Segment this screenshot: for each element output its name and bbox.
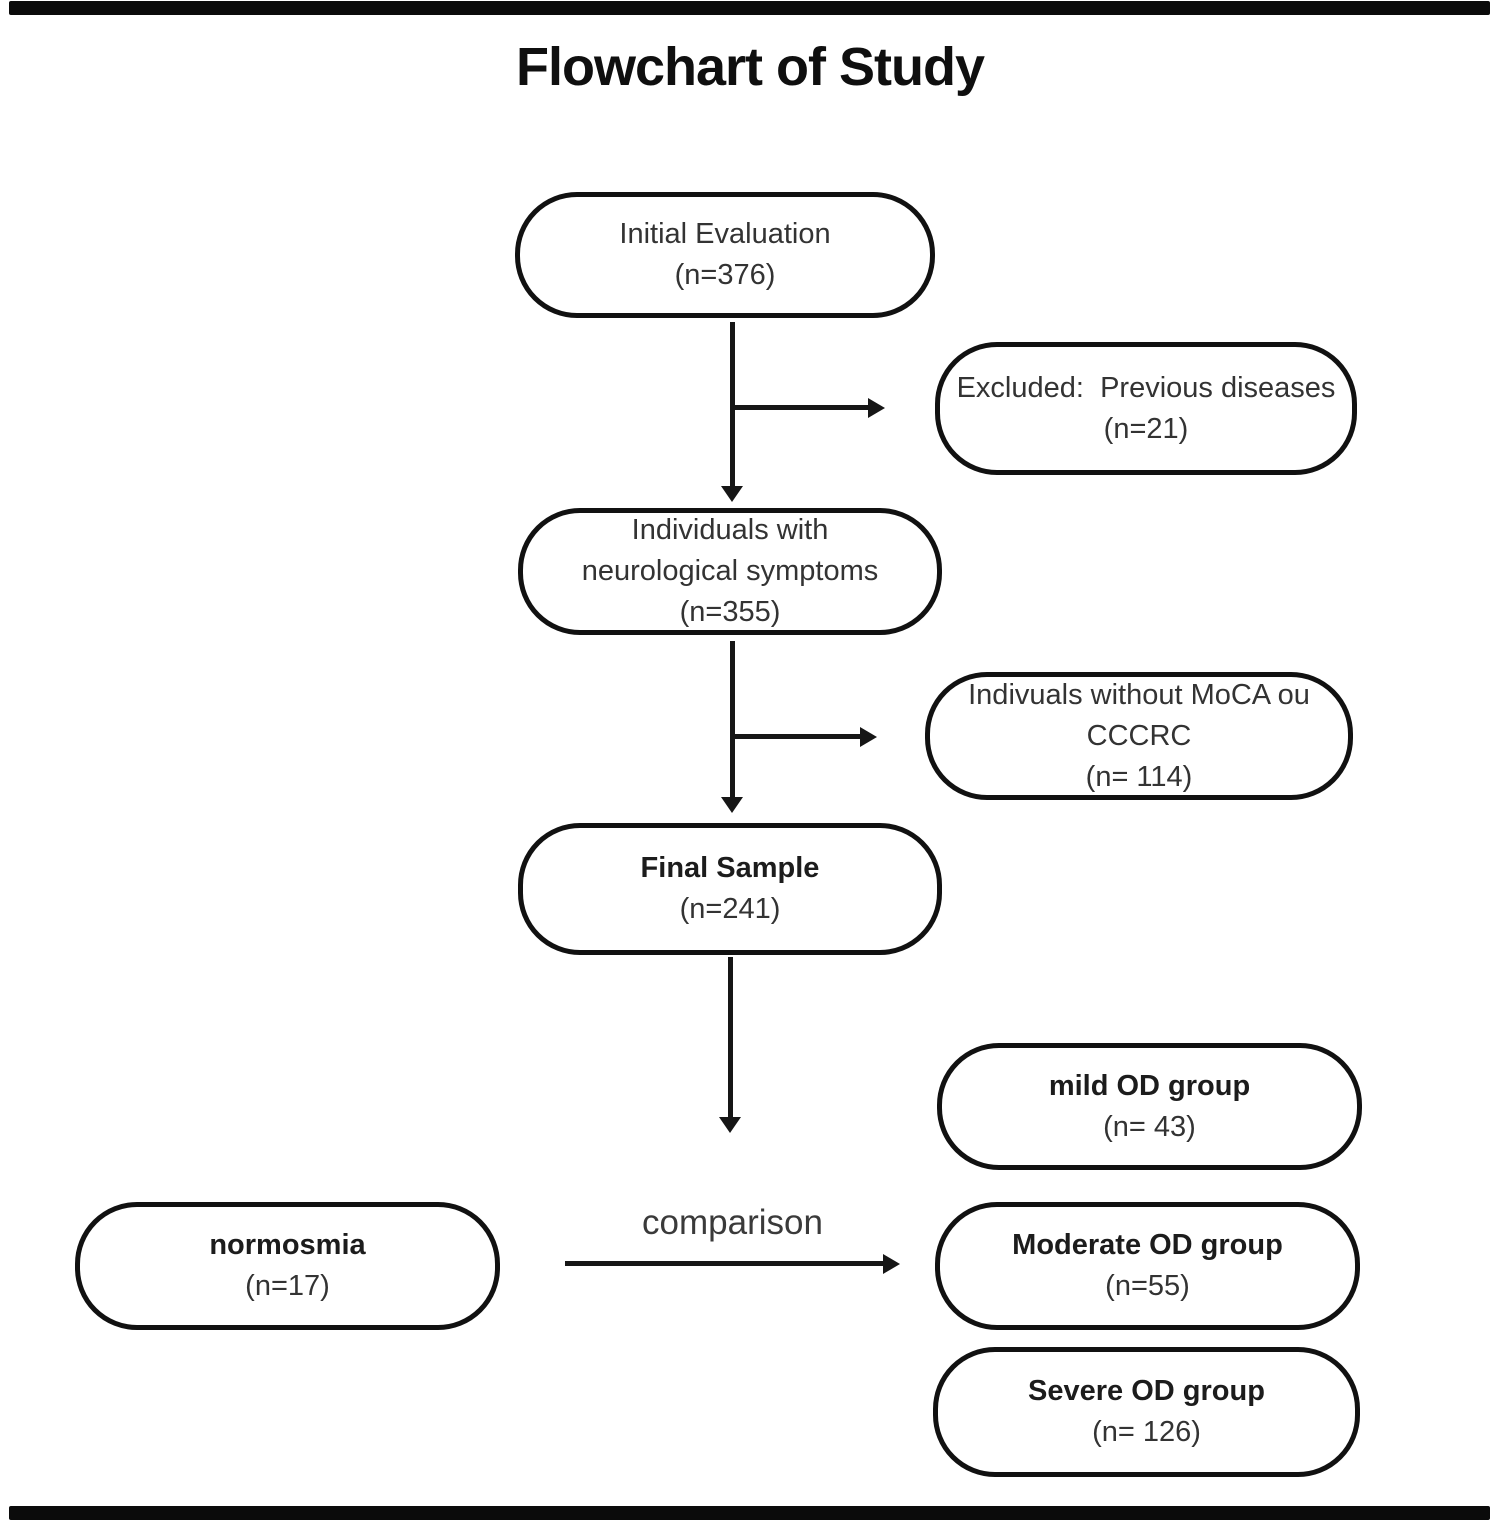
node-label: Severe OD group — [1028, 1375, 1265, 1407]
branch-to-excluded-line — [732, 405, 868, 410]
node-label: normosmia — [209, 1229, 366, 1261]
node-moderate-od-group: Moderate OD group (n=55) — [935, 1202, 1360, 1330]
arrow-initial-to-neuro-line — [730, 322, 735, 486]
node-label-line2: neurological symptoms — [581, 555, 879, 587]
node-label-line1: Indivuals without MoCA ou — [968, 678, 1310, 711]
node-count: (n=17) — [245, 1270, 330, 1302]
node-count: (n=376) — [674, 259, 776, 291]
node-severe-od-group: Severe OD group (n= 126) — [933, 1347, 1360, 1477]
node-excluded: Excluded: Previous diseases (n=21) — [935, 342, 1357, 475]
branch-to-excluded-head-icon — [868, 398, 885, 418]
node-count: (n=355) — [679, 596, 781, 628]
node-label: Final Sample — [640, 852, 820, 884]
comparison-arrow-line — [565, 1261, 883, 1266]
node-initial-evaluation: Initial Evaluation (n=376) — [515, 192, 935, 318]
branch-to-without-moca-head-icon — [860, 727, 877, 747]
node-count: (n=21) — [1103, 412, 1189, 445]
bottom-border-bar — [9, 1506, 1490, 1520]
node-neurological-symptoms: Individuals with neurological symptoms (… — [518, 508, 942, 635]
node-label: Moderate OD group — [1012, 1229, 1283, 1261]
node-count: (n= 43) — [1103, 1110, 1196, 1143]
node-normosmia: normosmia (n=17) — [75, 1202, 500, 1330]
node-final-sample: Final Sample (n=241) — [518, 823, 942, 955]
node-count: (n= 126) — [1092, 1416, 1201, 1448]
arrow-initial-to-neuro-head-icon — [721, 486, 743, 502]
node-label: mild OD group — [1048, 1069, 1251, 1102]
node-label-line2: CCCRC — [1086, 719, 1192, 752]
branch-to-without-moca-line — [732, 734, 860, 739]
arrow-neuro-to-final-head-icon — [721, 797, 743, 813]
node-label: Excluded: Previous diseases — [956, 371, 1336, 404]
top-border-bar — [9, 1, 1490, 15]
arrow-neuro-to-final-line — [730, 641, 735, 797]
page-title: Flowchart of Study — [516, 37, 985, 97]
comparison-label: comparison — [642, 1203, 823, 1242]
arrow-final-down-line — [728, 957, 733, 1117]
node-count: (n=241) — [679, 893, 781, 925]
node-label: Initial Evaluation — [619, 218, 831, 250]
comparison-arrow-head-icon — [883, 1254, 900, 1274]
node-count: (n= 114) — [1085, 760, 1193, 793]
node-count: (n=55) — [1105, 1270, 1190, 1302]
arrow-final-down-head-icon — [719, 1117, 741, 1133]
node-without-moca-cccrc: Indivuals without MoCA ou CCCRC (n= 114) — [925, 672, 1353, 800]
node-label-line1: Individuals with — [631, 514, 829, 546]
node-mild-od-group: mild OD group (n= 43) — [937, 1043, 1362, 1170]
